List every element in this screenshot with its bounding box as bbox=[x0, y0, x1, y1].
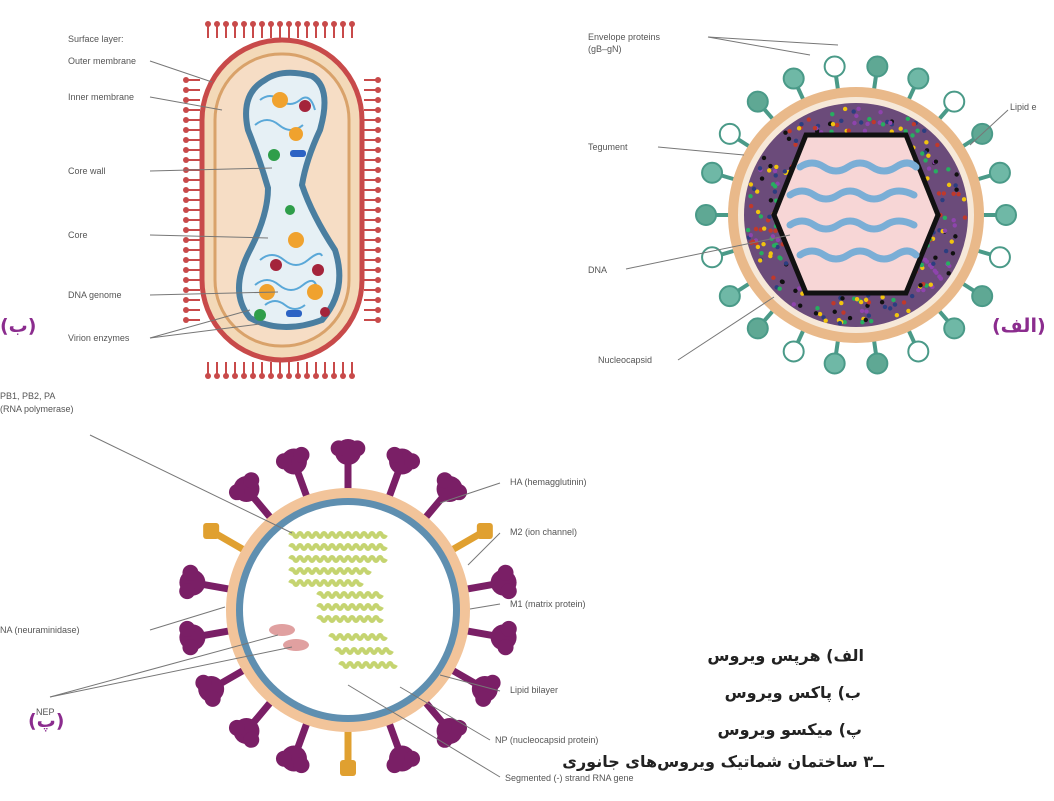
label-envelope-proteins: Envelope proteins bbox=[588, 32, 661, 42]
label-na: NA (neuraminidase) bbox=[0, 625, 80, 635]
label-core-wall: Core wall bbox=[68, 166, 106, 176]
label-segmented-rna: Segmented (-) strand RNA gene bbox=[505, 773, 634, 783]
label-lipid-envelope: Lipid e bbox=[1010, 102, 1037, 112]
panel-b-tag: (ب) bbox=[0, 315, 36, 337]
label-surface-layer: Surface layer: bbox=[68, 34, 124, 44]
poxvirus-diagram: Surface layer: Outer membrane Inner memb… bbox=[50, 10, 444, 380]
label-lipid-bilayer: Lipid bilayer bbox=[510, 685, 558, 695]
label-nucleocapsid: Nucleocapsid bbox=[598, 355, 652, 365]
caption-line-herpes: الف) هرپس ویروس bbox=[707, 646, 864, 665]
label-ha: HA (hemagglutinin) bbox=[510, 477, 587, 487]
panel-a-tag: (الف) bbox=[992, 315, 1046, 337]
label-tegument: Tegument bbox=[588, 142, 628, 152]
myxovirus-diagram: PB1, PB2, PA (RNA polymerase) HA (hemagg… bbox=[0, 385, 690, 801]
label-dna-genome: DNA genome bbox=[68, 290, 122, 300]
label-m2: M2 (ion channel) bbox=[510, 527, 577, 537]
label-rna-polymerase: (RNA polymerase) bbox=[0, 404, 74, 414]
figure-caption-title: ــ۳ ساختمان شماتیک ویروس‌های جانوری bbox=[562, 752, 884, 771]
label-dna: DNA bbox=[588, 265, 607, 275]
label-np: NP (nucleocapsid protein) bbox=[495, 735, 598, 745]
panel-p-tag: (پ) bbox=[28, 710, 64, 732]
herpesvirus-diagram: Envelope proteins (gB–gN) Lipid e Tegume… bbox=[578, 15, 1054, 380]
label-core: Core bbox=[68, 230, 88, 240]
caption-line-pox: ب) پاکس ویروس bbox=[725, 683, 861, 702]
label-outer-membrane: Outer membrane bbox=[68, 56, 136, 66]
label-pb1-pb2-pa: PB1, PB2, PA bbox=[0, 391, 55, 401]
label-m1: M1 (matrix protein) bbox=[510, 599, 586, 609]
nucleocapsid bbox=[774, 135, 938, 293]
label-inner-membrane: Inner membrane bbox=[68, 92, 134, 102]
label-virion-enzymes: Virion enzymes bbox=[68, 333, 130, 343]
label-gb-gn: (gB–gN) bbox=[588, 44, 622, 54]
caption-line-myxo: پ) میکسو ویروس bbox=[717, 720, 862, 739]
